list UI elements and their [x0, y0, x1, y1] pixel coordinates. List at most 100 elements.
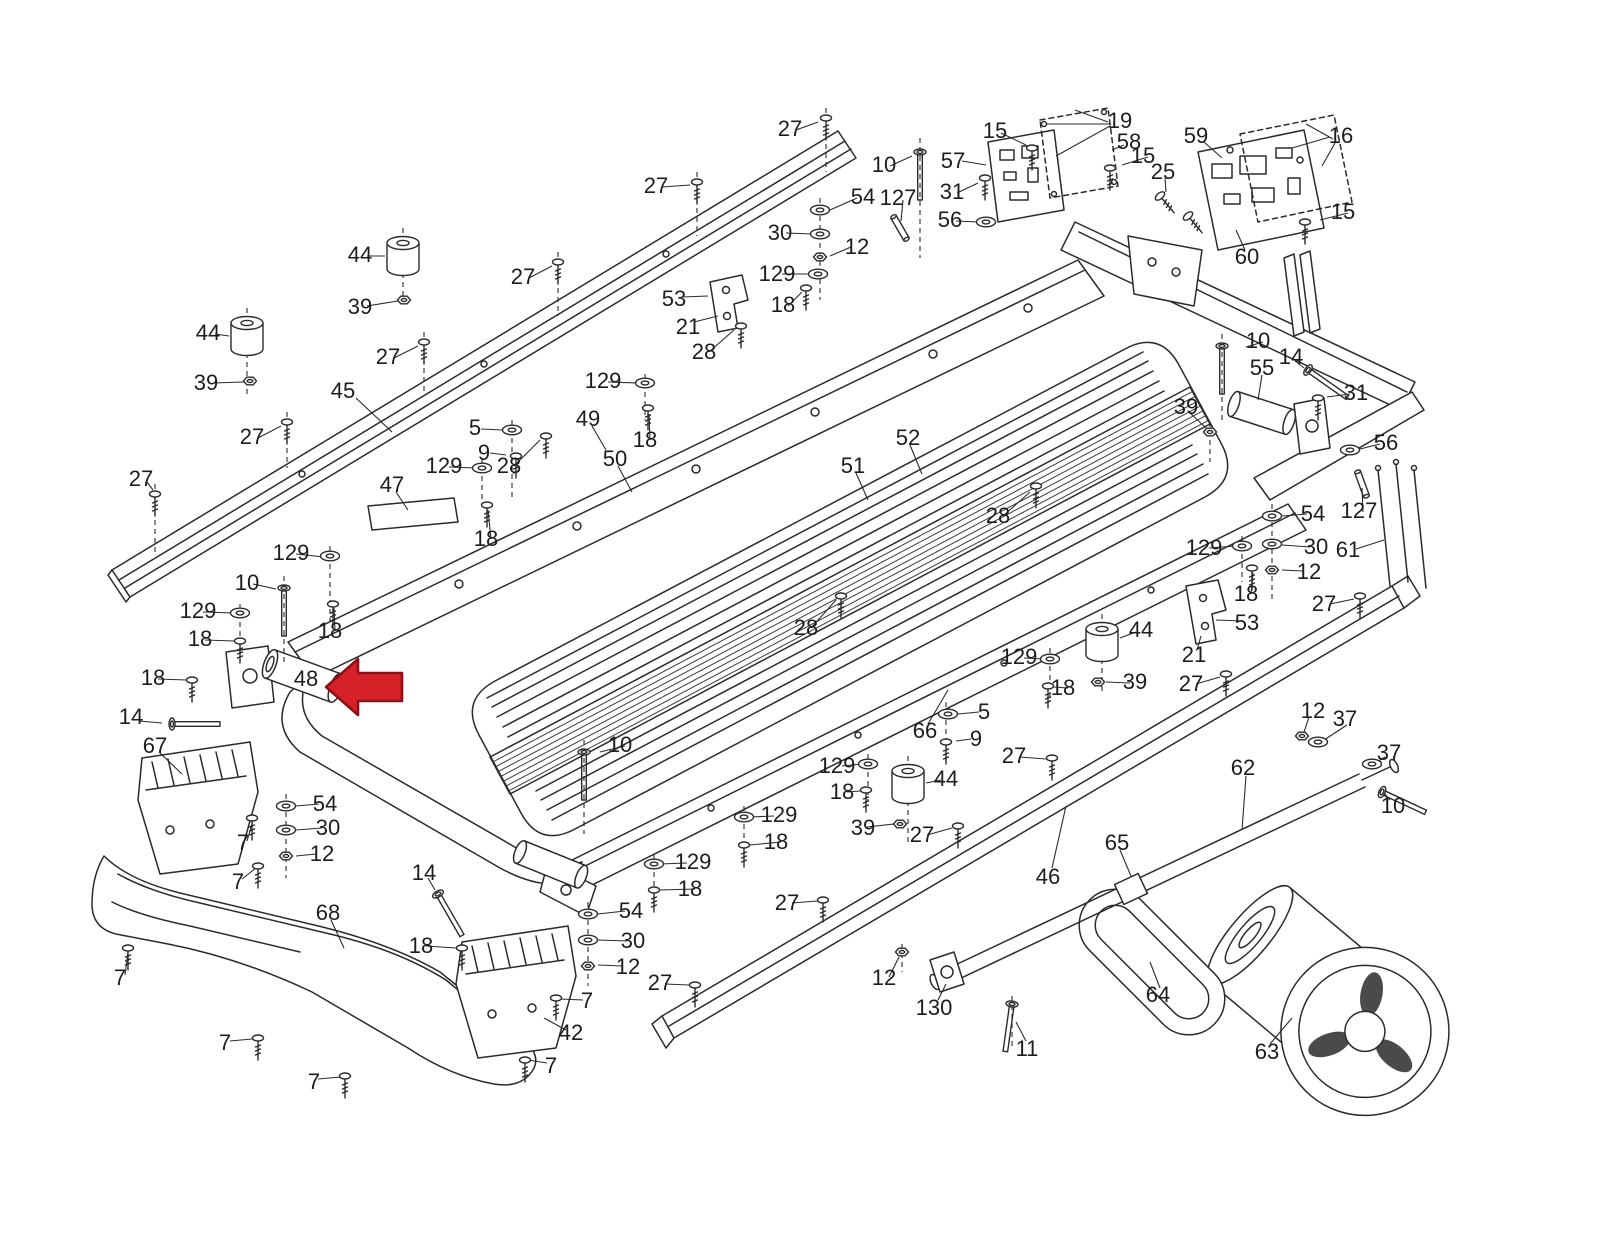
- hw-screw-glyph: [1353, 592, 1367, 619]
- part-callout-37: 37: [1332, 706, 1358, 731]
- leader-line: [1215, 619, 1243, 622]
- leader-line: [252, 583, 277, 590]
- part-callout-18: 18: [1050, 675, 1076, 700]
- part-callout-28: 28: [496, 453, 522, 478]
- part-callout-55: 55: [1249, 355, 1275, 380]
- hw-nut-glyph: [242, 376, 258, 386]
- part-callout-56: 56: [1373, 430, 1399, 455]
- part-callout-7: 7: [307, 1069, 321, 1094]
- leader-line: [888, 956, 900, 978]
- leader-line: [513, 439, 541, 467]
- part-callout-15: 15: [982, 118, 1008, 143]
- leader-line: [295, 853, 317, 857]
- leader-line: [927, 689, 949, 725]
- part-callout-27: 27: [647, 970, 673, 995]
- hw-nut-glyph: [892, 819, 908, 829]
- leader-line: [925, 779, 942, 784]
- leader-line: [1235, 229, 1246, 251]
- endcap-42: [455, 925, 577, 1059]
- hw-screw-glyph: [233, 637, 247, 664]
- part-callout-18: 18: [140, 665, 166, 690]
- rear-roller-55: [1227, 390, 1331, 455]
- hw-screw-glyph: [1103, 164, 1117, 191]
- leader-line: [543, 1017, 567, 1031]
- leader-line: [749, 841, 782, 846]
- leader-line: [855, 472, 869, 501]
- hw-nut-glyph: [1294, 731, 1310, 741]
- leader-line: [955, 738, 972, 742]
- leader-line: [1319, 212, 1349, 221]
- part-callout-16: 16: [1328, 123, 1354, 148]
- leader-line: [1002, 491, 1031, 517]
- part-callout-18: 18: [763, 829, 789, 854]
- leader-line: [829, 197, 858, 211]
- part-callout-52: 52: [895, 425, 921, 450]
- leader-line: [1111, 144, 1125, 151]
- part-callout-39: 39: [347, 294, 373, 319]
- leader-line: [146, 481, 154, 491]
- part-callout-63: 63: [1254, 1039, 1280, 1064]
- part-callout-30: 30: [620, 928, 646, 953]
- part-callout-7: 7: [218, 1030, 232, 1055]
- leader-line: [829, 246, 852, 257]
- endcap-67: [137, 741, 259, 875]
- part-callout-7: 7: [231, 869, 245, 894]
- part-callout-50: 50: [602, 446, 628, 471]
- hw-washer-glyph: [471, 462, 493, 474]
- part-callout-57: 57: [940, 148, 966, 173]
- hw-screw-glyph: [1041, 682, 1055, 709]
- part-callout-18: 18: [770, 292, 796, 317]
- leader-line: [791, 900, 818, 904]
- part-callout-44: 44: [933, 766, 959, 791]
- diagram-art: [91, 107, 1450, 1117]
- leader-line: [214, 333, 230, 337]
- part-callout-7: 7: [580, 988, 594, 1013]
- leader-line: [1305, 123, 1334, 140]
- hw-bolt-glyph: [1215, 342, 1229, 395]
- part-callout-18: 18: [408, 933, 434, 958]
- leader-line: [1355, 539, 1385, 550]
- hw-washer-glyph: [733, 811, 755, 823]
- hw-screw-glyph: [1245, 564, 1259, 591]
- hw-screw-glyph: [1029, 482, 1043, 509]
- hw-washer-glyph: [319, 550, 341, 562]
- part-callout-39: 39: [1122, 669, 1148, 694]
- part-callout-5: 5: [977, 699, 991, 724]
- part-callout-129: 129: [179, 598, 217, 623]
- hw-screw-glyph: [326, 600, 340, 627]
- part-callout-27: 27: [643, 173, 669, 198]
- leader-line: [659, 862, 688, 865]
- leader-line: [957, 711, 980, 715]
- part-callout-44: 44: [195, 320, 221, 345]
- part-callout-28: 28: [985, 503, 1011, 528]
- leader-line: [1208, 545, 1237, 549]
- leader-line: [900, 199, 904, 222]
- leader-line: [785, 232, 813, 235]
- part-callout-39: 39: [850, 815, 876, 840]
- part-callout-39: 39: [193, 370, 219, 395]
- leader-line: [1121, 156, 1149, 166]
- part-callout-47: 47: [379, 472, 405, 497]
- part-callout-18: 18: [473, 526, 499, 551]
- motor-fan-icon: [1308, 972, 1413, 1073]
- part-callout-53: 53: [661, 286, 687, 311]
- leader-line: [909, 444, 923, 475]
- hw-washer-glyph: [937, 708, 959, 720]
- hw-screw-glyph: [859, 786, 873, 813]
- leader-line: [448, 466, 477, 469]
- leader-line: [1359, 443, 1381, 450]
- rear-frame-rail: [1060, 221, 1425, 501]
- hw-screw-glyph: [245, 814, 259, 841]
- leader-line: [1303, 716, 1310, 733]
- label-plate-47: [367, 497, 459, 531]
- leader-line: [159, 752, 183, 775]
- motor-63: [1206, 885, 1450, 1117]
- hw-screw-glyph: [978, 174, 992, 201]
- hw-screw-glyph: [518, 1056, 532, 1083]
- leader-line: [393, 345, 419, 359]
- hw-screw-glyph: [509, 452, 523, 479]
- part-callout-129: 129: [272, 540, 310, 565]
- hw-nut-glyph: [1202, 427, 1218, 437]
- leader-line: [955, 220, 979, 223]
